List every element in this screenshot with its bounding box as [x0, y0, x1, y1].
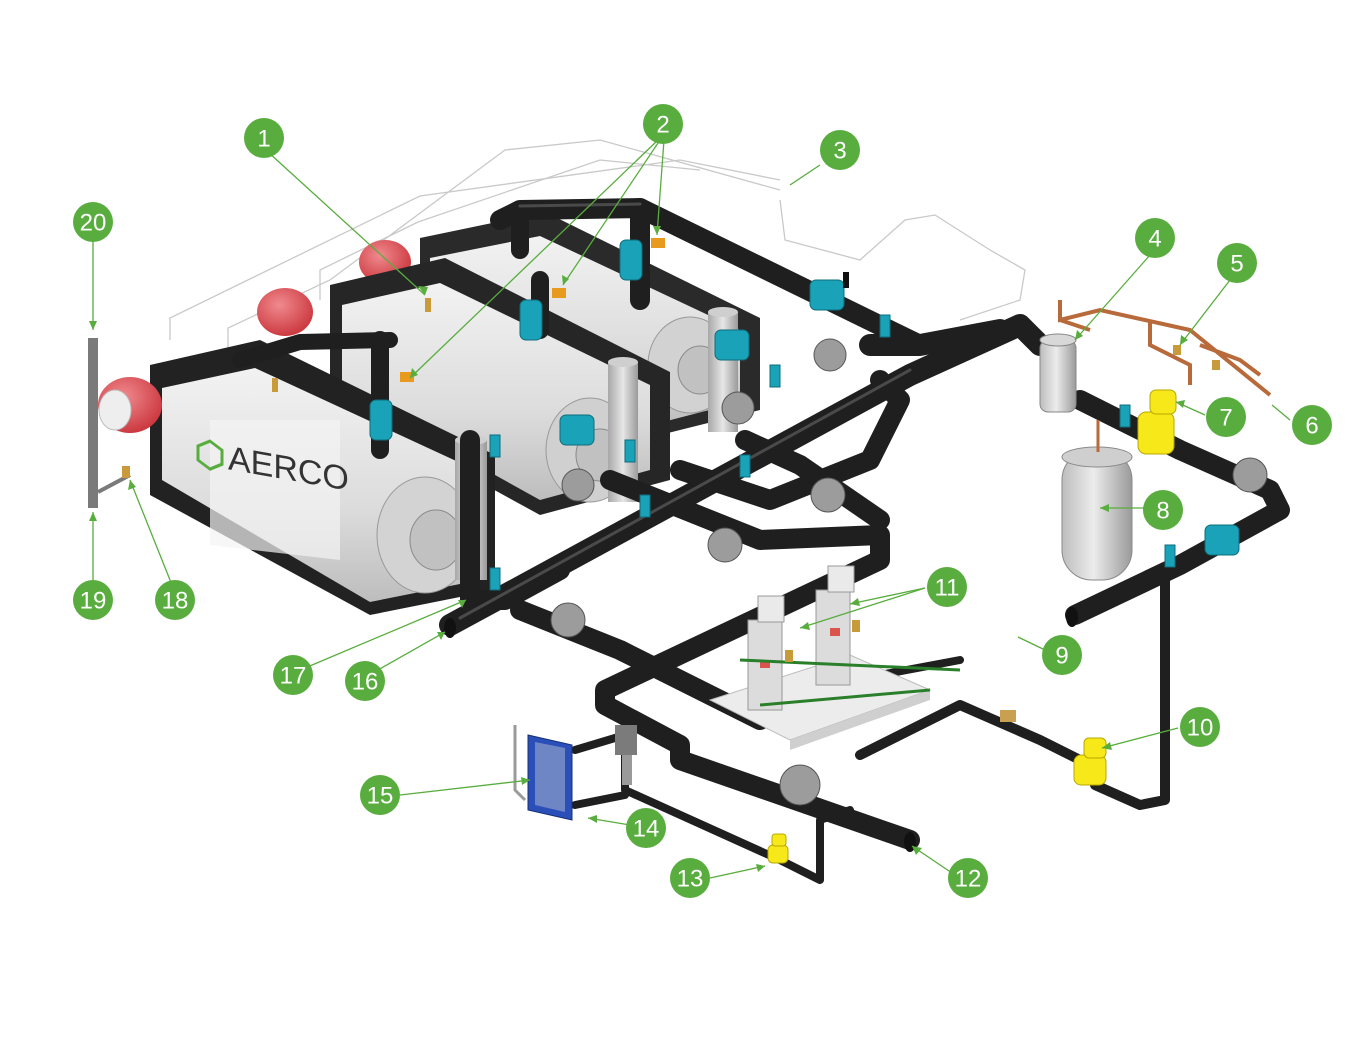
isolation-valve	[809, 279, 845, 311]
gas-regulator-small	[767, 833, 789, 864]
boiler-1: AERCO	[98, 340, 495, 615]
svg-text:17: 17	[280, 663, 307, 690]
isolation-valve	[369, 399, 393, 441]
svg-text:16: 16	[352, 669, 379, 696]
callout-8: 8	[1143, 490, 1183, 530]
gas-pressure-regulator-yellow	[1137, 389, 1177, 455]
dhw-controls	[615, 725, 637, 785]
isolation-valve	[714, 329, 750, 361]
svg-text:15: 15	[367, 783, 394, 810]
svg-text:20: 20	[80, 210, 107, 237]
svg-text:11: 11	[935, 575, 960, 602]
callout-9: 9	[1042, 635, 1082, 675]
gas-riser	[88, 338, 131, 508]
callout-3: 3	[820, 130, 860, 170]
callout-14: 14	[626, 808, 666, 848]
isolation-valve	[519, 299, 543, 341]
gas-regulator-yellow	[1073, 737, 1107, 786]
svg-text:10: 10	[1187, 715, 1214, 742]
svg-text:14: 14	[633, 816, 660, 843]
air-separator	[1039, 333, 1077, 413]
svg-text:9: 9	[1055, 643, 1068, 670]
callout-5: 5	[1217, 243, 1257, 283]
plate-heat-exchanger	[513, 725, 573, 821]
svg-text:12: 12	[955, 866, 982, 893]
piping	[232, 198, 1290, 884]
svg-text:5: 5	[1230, 251, 1243, 278]
callout-15: 15	[360, 775, 400, 815]
svg-text:8: 8	[1156, 498, 1169, 525]
svg-text:18: 18	[162, 588, 189, 615]
isolation-valve	[619, 239, 643, 281]
svg-text:19: 19	[80, 588, 107, 615]
callout-7: 7	[1206, 397, 1246, 437]
pump-skid	[708, 565, 961, 750]
callouts: 1 2 3 4 5 6 7 8 9 10 11 12 13 14 15 16 1…	[73, 104, 1332, 898]
svg-text:6: 6	[1305, 413, 1318, 440]
svg-text:4: 4	[1148, 226, 1161, 253]
callout-1: 1	[244, 118, 284, 158]
callout-19: 19	[73, 580, 113, 620]
isolation-valve	[1204, 524, 1240, 556]
callout-20: 20	[73, 202, 113, 242]
callout-12: 12	[948, 858, 988, 898]
leader-lines	[89, 139, 1291, 879]
svg-text:1: 1	[257, 126, 270, 153]
control-wiring	[169, 139, 1026, 352]
svg-text:7: 7	[1219, 405, 1232, 432]
copper-gas-manifold	[1058, 300, 1272, 397]
callout-17: 17	[273, 655, 313, 695]
callout-13: 13	[670, 858, 710, 898]
isolation-valve	[559, 414, 595, 446]
expansion-tank	[1061, 420, 1133, 581]
burner-blower-2	[257, 288, 313, 336]
callout-10: 10	[1180, 707, 1220, 747]
svg-text:2: 2	[656, 112, 669, 139]
svg-text:3: 3	[833, 138, 846, 165]
callout-2: 2	[643, 104, 683, 144]
svg-text:13: 13	[677, 866, 704, 893]
callout-16: 16	[345, 661, 385, 701]
valves	[272, 238, 1268, 806]
callout-4: 4	[1135, 218, 1175, 258]
callout-6: 6	[1292, 405, 1332, 445]
callout-11: 11	[927, 567, 967, 607]
callout-18: 18	[155, 580, 195, 620]
